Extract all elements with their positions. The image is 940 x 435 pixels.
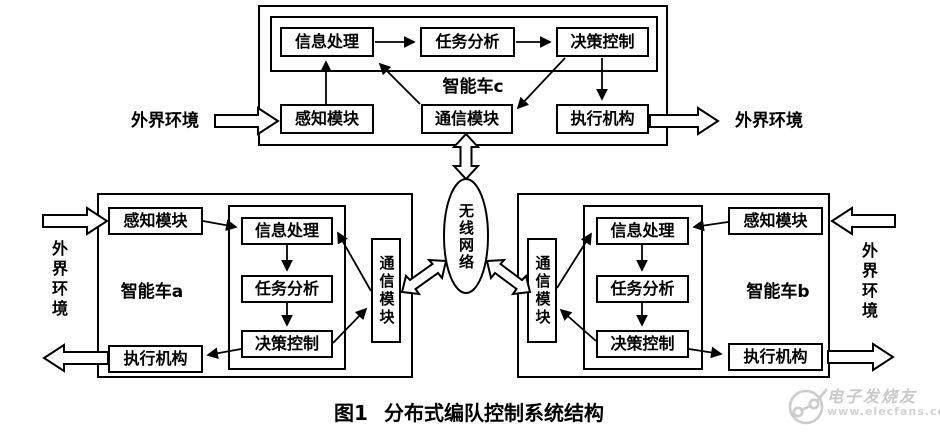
figure-caption-number: 图1	[334, 400, 368, 425]
wireless-network-label: 无线网络	[457, 203, 475, 271]
car-a-communication-box: 通信模块	[371, 238, 401, 343]
env-label-right: 外界环境	[859, 242, 878, 322]
env-label-left: 外界环境	[49, 240, 68, 320]
car-b-perception-box: 感知模块	[728, 207, 823, 235]
car-b-label: 智能车b	[746, 281, 810, 302]
watermark-brand: 电子发烧友	[827, 387, 918, 406]
car-c-processing-frame	[270, 16, 658, 72]
figure-caption: 图1 分布式编队控制系统结构	[234, 396, 704, 426]
car-b-decision-control-box: 决策控制	[596, 330, 689, 358]
car-c-communication-box: 通信模块	[421, 104, 513, 134]
car-c-label: 智能车c	[442, 76, 504, 97]
car-c-actuator-box: 执行机构	[556, 104, 649, 134]
car-a-perception-box: 感知模块	[108, 207, 203, 235]
car-c-decision-control-box: 决策控制	[556, 27, 649, 57]
car-a-decision-control-box: 决策控制	[241, 330, 333, 358]
car-c-info-processing-box: 信息处理	[280, 27, 374, 57]
car-a-info-processing-box: 信息处理	[241, 217, 333, 245]
car-b-actuator-box: 执行机构	[728, 343, 823, 371]
car-a-actuator-box: 执行机构	[108, 345, 203, 373]
car-c-perception-box: 感知模块	[280, 104, 374, 134]
car-a-label: 智能车a	[120, 281, 184, 302]
car-c-task-analysis-box: 任务分析	[420, 27, 515, 57]
watermark-url: www.elecfans.com	[827, 404, 940, 418]
watermark: 电子发烧友 www.elecfans.com	[783, 385, 940, 417]
env-label-top-right: 外界环境	[735, 110, 803, 131]
env-label-top-left: 外界环境	[131, 110, 199, 131]
car-a-task-analysis-box: 任务分析	[241, 275, 333, 303]
car-b-task-analysis-box: 任务分析	[596, 275, 689, 303]
car-b-info-processing-box: 信息处理	[596, 217, 689, 245]
car-b-communication-box: 通信模块	[527, 238, 557, 343]
figure-caption-title: 分布式编队控制系统结构	[383, 400, 604, 425]
